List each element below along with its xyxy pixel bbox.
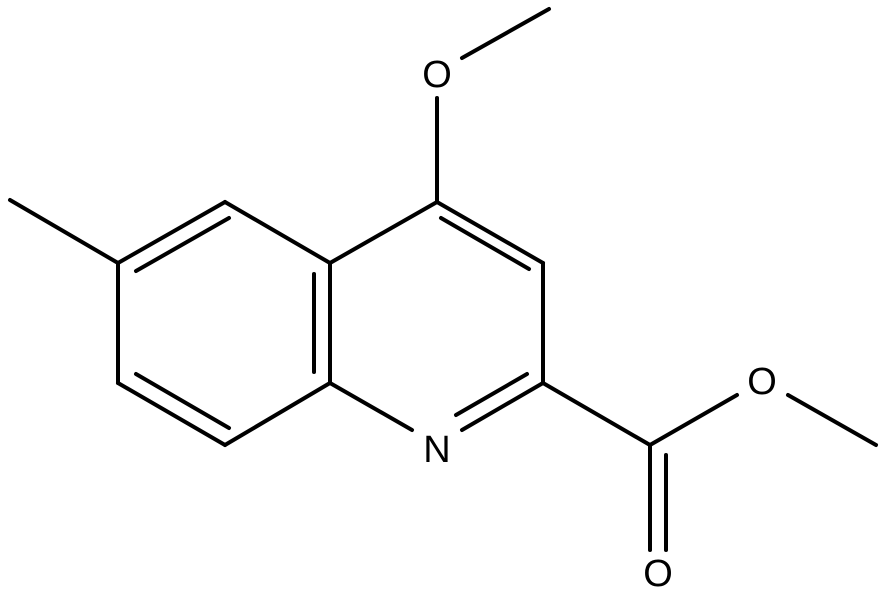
bond-methoxy-o-ch3 <box>460 7 551 60</box>
carbonyl-oxygen-label: O <box>643 553 673 595</box>
bond-c2-n1 <box>460 381 545 432</box>
bond-c7-c8 <box>116 381 227 447</box>
bond-c4-c3 <box>435 200 545 265</box>
bond-c2-n1-inner <box>454 372 529 417</box>
bond-c5-c6-inner <box>134 216 231 273</box>
bond-c6-methyl <box>8 198 120 265</box>
bond-c4a-c4 <box>328 200 439 265</box>
ring-nitrogen-label: N <box>423 429 450 471</box>
bond-c4-c3-inner <box>439 216 531 271</box>
bond-c4a-c5 <box>223 200 332 265</box>
bond-carbonyl-c-ester-o <box>648 393 739 447</box>
ester-oxygen-label: O <box>747 361 777 403</box>
bond-c5-c6 <box>116 200 227 265</box>
bond-c2-carbonyl-c <box>541 381 652 447</box>
methoxy-oxygen-label: O <box>422 54 452 96</box>
bond-n1-c8a <box>328 381 414 432</box>
bond-c7-c8-inner <box>134 372 231 430</box>
bond-ester-o-ch3 <box>786 393 878 447</box>
bond-c8-c8a <box>223 381 332 447</box>
